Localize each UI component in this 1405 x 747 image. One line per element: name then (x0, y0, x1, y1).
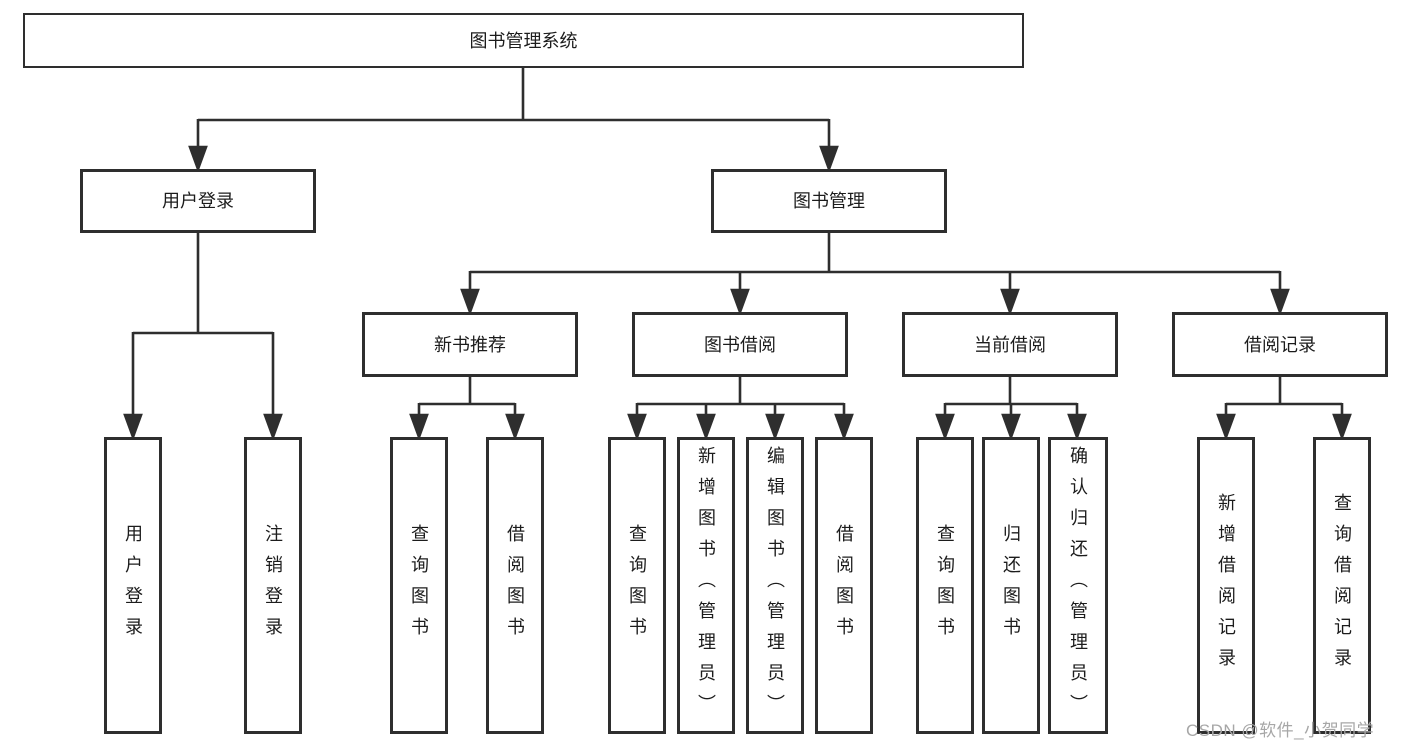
leaf-edit-book-label: 编辑图书（管理员） (765, 446, 785, 725)
node-root-label: 图书管理系统 (469, 30, 578, 51)
arrowhead (409, 413, 429, 441)
arrowhead (1067, 413, 1087, 441)
arrowhead (460, 288, 480, 316)
leaf-return-book: 归还图书 (982, 437, 1040, 734)
leaf-confirm-return-label: 确认归还（管理员） (1068, 446, 1088, 725)
leaf-logout: 注销登录 (244, 437, 302, 734)
arrowhead (1332, 413, 1352, 441)
leaf-user-login-label: 用户登录 (123, 523, 143, 648)
arrowhead (696, 413, 716, 441)
arrowhead (123, 413, 143, 441)
node-user-login: 用户登录 (80, 169, 316, 233)
arrowhead (935, 413, 955, 441)
node-book-borrow: 图书借阅 (632, 312, 848, 377)
arrowhead (1216, 413, 1236, 441)
leaf-confirm-return: 确认归还（管理员） (1048, 437, 1108, 734)
arrowhead (188, 145, 208, 173)
leaf-query-book-3: 查询图书 (916, 437, 974, 734)
node-book-management-label: 图书管理 (793, 191, 865, 211)
leaf-add-borrow-record: 新增借阅记录 (1197, 437, 1255, 734)
leaf-query-book-2: 查询图书 (608, 437, 666, 734)
leaf-borrow-book-2-label: 借阅图书 (834, 523, 854, 648)
node-book-management: 图书管理 (711, 169, 947, 233)
arrowhead (1000, 288, 1020, 316)
node-borrow-record-label: 借阅记录 (1244, 334, 1316, 355)
leaf-add-borrow-record-label: 新增借阅记录 (1216, 492, 1236, 679)
arrowhead (834, 413, 854, 441)
node-current-borrow-label: 当前借阅 (974, 334, 1046, 355)
node-user-login-label: 用户登录 (162, 191, 234, 211)
arrowhead (505, 413, 525, 441)
arrowhead (627, 413, 647, 441)
leaf-borrow-book-2: 借阅图书 (815, 437, 873, 734)
leaf-borrow-book-1: 借阅图书 (486, 437, 544, 734)
leaf-query-book-2-label: 查询图书 (627, 523, 647, 648)
arrowhead (819, 145, 839, 173)
leaf-add-book-label: 新增图书（管理员） (696, 446, 716, 725)
leaf-query-borrow-record: 查询借阅记录 (1313, 437, 1371, 734)
arrowhead (1270, 288, 1290, 316)
arrowhead (1001, 413, 1021, 441)
watermark: CSDN @软件_小贺同学 (1186, 721, 1375, 740)
node-current-borrow: 当前借阅 (902, 312, 1118, 377)
leaf-logout-label: 注销登录 (263, 523, 283, 648)
node-new-book-recommend: 新书推荐 (362, 312, 578, 377)
leaf-user-login: 用户登录 (104, 437, 162, 734)
arrowhead (263, 413, 283, 441)
leaf-borrow-book-1-label: 借阅图书 (505, 523, 525, 648)
leaf-edit-book: 编辑图书（管理员） (746, 437, 804, 734)
leaf-query-borrow-record-label: 查询借阅记录 (1332, 492, 1352, 679)
node-borrow-record: 借阅记录 (1172, 312, 1388, 377)
node-book-borrow-label: 图书借阅 (704, 334, 776, 355)
leaf-query-book-1: 查询图书 (390, 437, 448, 734)
leaf-query-book-1-label: 查询图书 (409, 523, 429, 648)
arrowhead (730, 288, 750, 316)
leaf-query-book-3-label: 查询图书 (935, 523, 955, 648)
arrowhead (765, 413, 785, 441)
leaf-return-book-label: 归还图书 (1001, 523, 1021, 648)
leaf-add-book: 新增图书（管理员） (677, 437, 735, 734)
node-new-book-recommend-label: 新书推荐 (434, 334, 506, 355)
node-root: 图书管理系统 (23, 13, 1024, 68)
